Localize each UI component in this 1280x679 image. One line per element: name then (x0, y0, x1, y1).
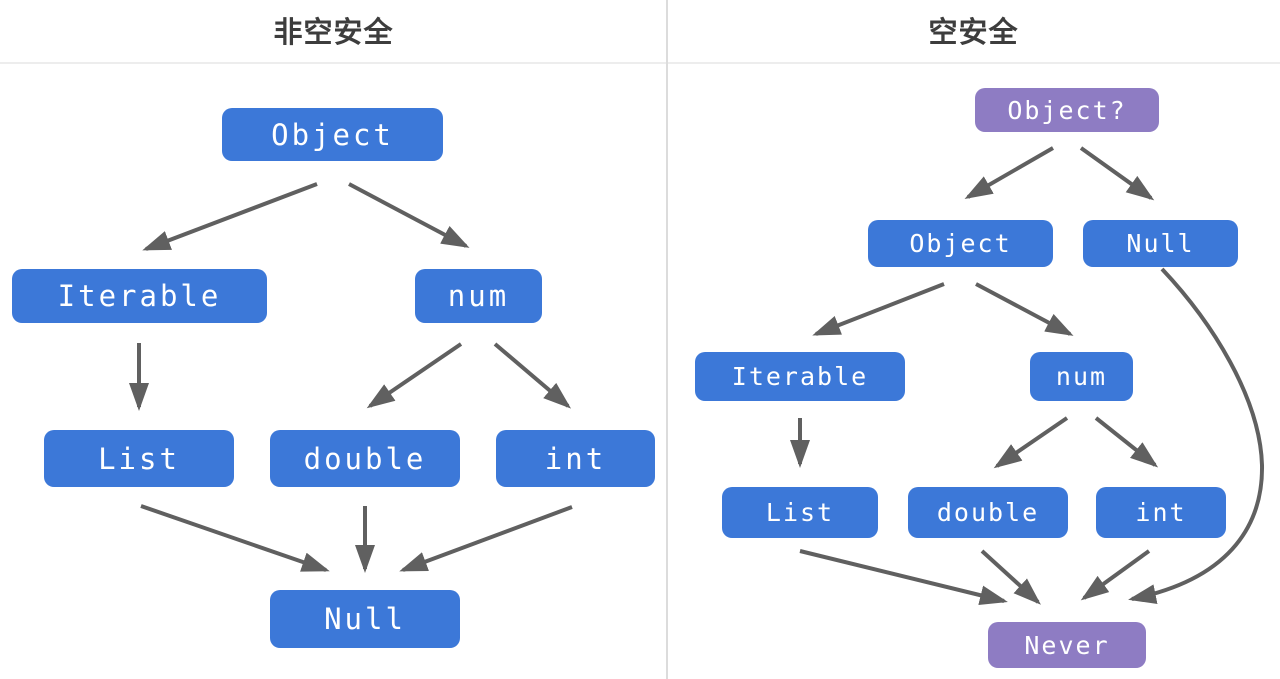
edge-right-object-to-num (975, 282, 1074, 336)
node-right-int: int (1096, 487, 1226, 538)
right-panel-edges (790, 146, 1265, 605)
edge-left-object-to-num (348, 182, 470, 248)
edge-left-list-to-null (140, 504, 330, 572)
node-left-num: num (415, 269, 542, 323)
node-right-num: num (1030, 352, 1133, 401)
node-left-double: double (270, 430, 460, 487)
node-right-never: Never (988, 622, 1146, 668)
edge-right-int-to-never (1080, 549, 1151, 601)
node-left-iterable: Iterable (12, 269, 267, 323)
edge-right-num-to-int (1094, 416, 1159, 468)
left-panel-title: 非空安全 (273, 17, 394, 49)
node-right-double: double (908, 487, 1068, 538)
node-right-list: List (722, 487, 878, 538)
node-left-int: int (496, 430, 655, 487)
edge-right-num-to-double (993, 416, 1069, 469)
edge-right-objectq-to-null (1079, 146, 1155, 201)
node-right-object: Object (868, 220, 1053, 267)
edge-left-num-to-double (366, 342, 463, 409)
edge-right-null-to-never (1128, 267, 1265, 604)
node-left-list: List (44, 430, 234, 487)
edge-right-list-to-never (799, 549, 1008, 605)
horizontal-divider (0, 62, 1280, 64)
vertical-divider (666, 0, 668, 679)
edge-left-num-to-int (493, 342, 572, 409)
node-right-iterable: Iterable (695, 352, 905, 401)
left-panel-edges (129, 182, 573, 573)
edge-left-object-to-iterable (142, 182, 318, 251)
node-right-null: Null (1083, 220, 1238, 267)
node-left-null: Null (270, 590, 460, 648)
right-panel-title: 空安全 (928, 17, 1019, 49)
edge-right-object-to-iterable (812, 282, 945, 336)
node-right-object-nullable: Object? (975, 88, 1159, 132)
edge-right-double-to-never (980, 549, 1041, 605)
node-left-object: Object (222, 108, 443, 161)
edge-right-objectq-to-object (964, 146, 1054, 199)
edge-left-int-to-null (399, 505, 573, 572)
